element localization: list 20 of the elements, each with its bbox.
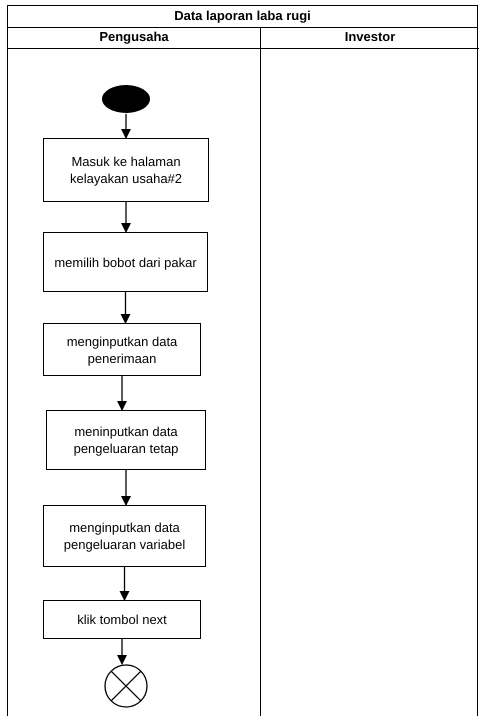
activity-box: klik tombol next bbox=[43, 600, 201, 639]
arrow bbox=[120, 292, 130, 324]
activity-box: menginputkan data pengeluaran variabel bbox=[43, 505, 206, 567]
lane-title: Investor bbox=[344, 29, 396, 45]
arrow bbox=[121, 470, 131, 506]
end-node bbox=[104, 664, 148, 708]
activity-box: memilih bobot dari pakar bbox=[43, 232, 208, 292]
activity-box: Masuk ke halaman kelayakan usaha#2 bbox=[43, 138, 209, 202]
arrow bbox=[120, 567, 130, 601]
activity-box: meninputkan data pengeluaran tetap bbox=[46, 410, 206, 470]
start-node bbox=[101, 84, 151, 114]
activity-box: menginputkan data penerimaan bbox=[43, 323, 201, 376]
swimlane-lane bbox=[260, 27, 479, 716]
arrow bbox=[117, 639, 127, 665]
arrow bbox=[121, 202, 131, 233]
lane-title: Pengusaha bbox=[99, 29, 169, 45]
arrow bbox=[117, 376, 127, 411]
lane-title: Data laporan laba rugi bbox=[174, 8, 311, 24]
swimlane-pool bbox=[7, 5, 478, 716]
arrow bbox=[121, 114, 131, 139]
